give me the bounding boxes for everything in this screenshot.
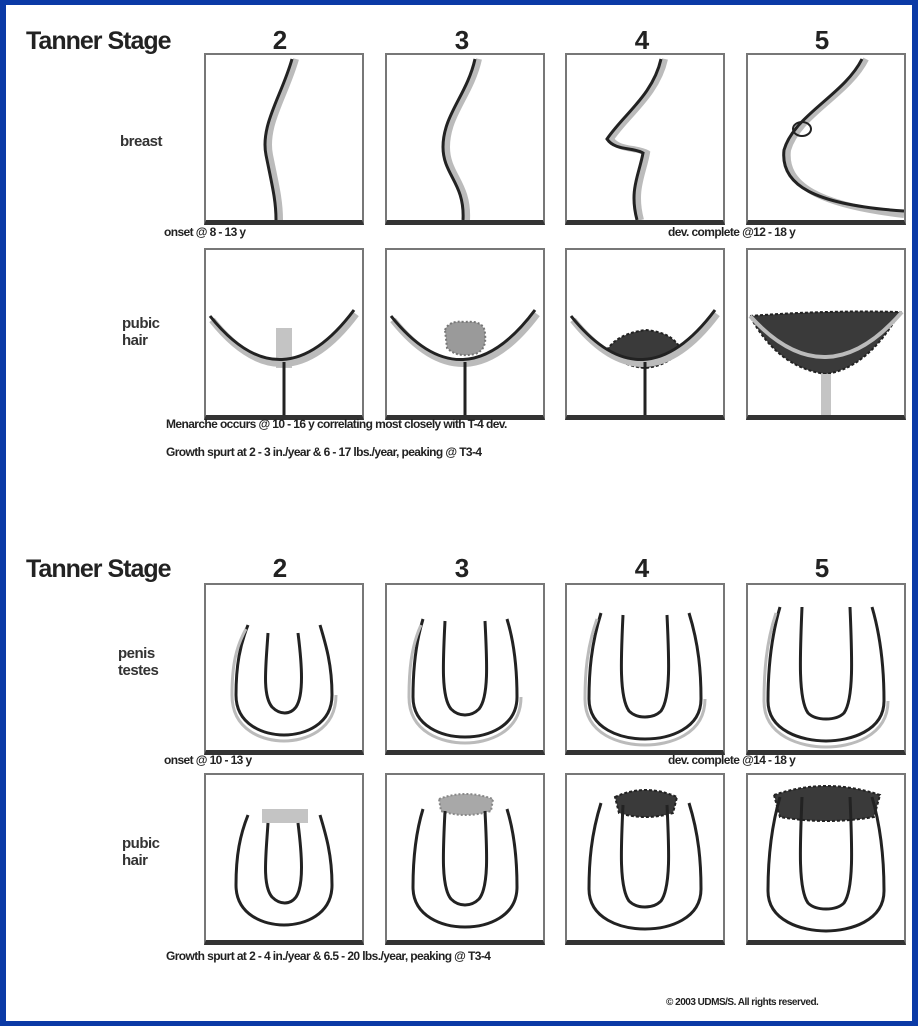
female-stage-3-label: 3 [442, 25, 482, 56]
male-pubic-hair-stage-5-panel [746, 773, 906, 945]
female-growth-spurt-note: Growth spurt at 2 - 3 in./year & 6 - 17 … [166, 445, 481, 459]
female-stage-5-label: 5 [802, 25, 842, 56]
male-pubic-hair-stage-3-panel [385, 773, 545, 945]
penis-testes-stage-4-panel [565, 583, 725, 755]
female-stage-4-label: 4 [622, 25, 662, 56]
breast-stage-2-panel [204, 53, 364, 225]
penis-testes-stage-3-panel [385, 583, 545, 755]
breast-row-label: breast [120, 133, 162, 150]
male-complete-note: dev. complete @14 - 18 y [668, 753, 795, 767]
male-section-title: Tanner Stage [26, 555, 171, 584]
female-pubic-hair-stage-2-panel [204, 248, 364, 420]
diagram-sheet: Tanner Stage 2 3 4 5 breast onset @ 8 - … [6, 5, 912, 1021]
penis-testes-stage-2-panel [204, 583, 364, 755]
female-onset-note: onset @ 8 - 13 y [164, 225, 245, 239]
copyright-notice: © 2003 UDMS/S. All rights reserved. [666, 997, 818, 1008]
breast-stage-5-panel [746, 53, 906, 225]
male-pubic-hair-stage-4-panel [565, 773, 725, 945]
penis-testes-stage-5-panel [746, 583, 906, 755]
male-stage-4-label: 4 [622, 553, 662, 584]
female-section-title: Tanner Stage [26, 27, 171, 56]
female-pubic-hair-stage-3-panel [385, 248, 545, 420]
male-growth-spurt-note: Growth spurt at 2 - 4 in./year & 6.5 - 2… [166, 949, 490, 963]
breast-stage-3-panel [385, 53, 545, 225]
male-stage-3-label: 3 [442, 553, 482, 584]
male-stage-5-label: 5 [802, 553, 842, 584]
female-pubic-hair-stage-5-panel [746, 248, 906, 420]
female-pubic-hair-stage-4-panel [565, 248, 725, 420]
male-onset-note: onset @ 10 - 13 y [164, 753, 252, 767]
male-pubic-hair-stage-2-panel [204, 773, 364, 945]
menarche-note: Menarche occurs @ 10 - 16 y correlating … [166, 417, 507, 431]
male-stage-2-label: 2 [260, 553, 300, 584]
female-complete-note: dev. complete @12 - 18 y [668, 225, 795, 239]
female-stage-2-label: 2 [260, 25, 300, 56]
breast-stage-4-panel [565, 53, 725, 225]
